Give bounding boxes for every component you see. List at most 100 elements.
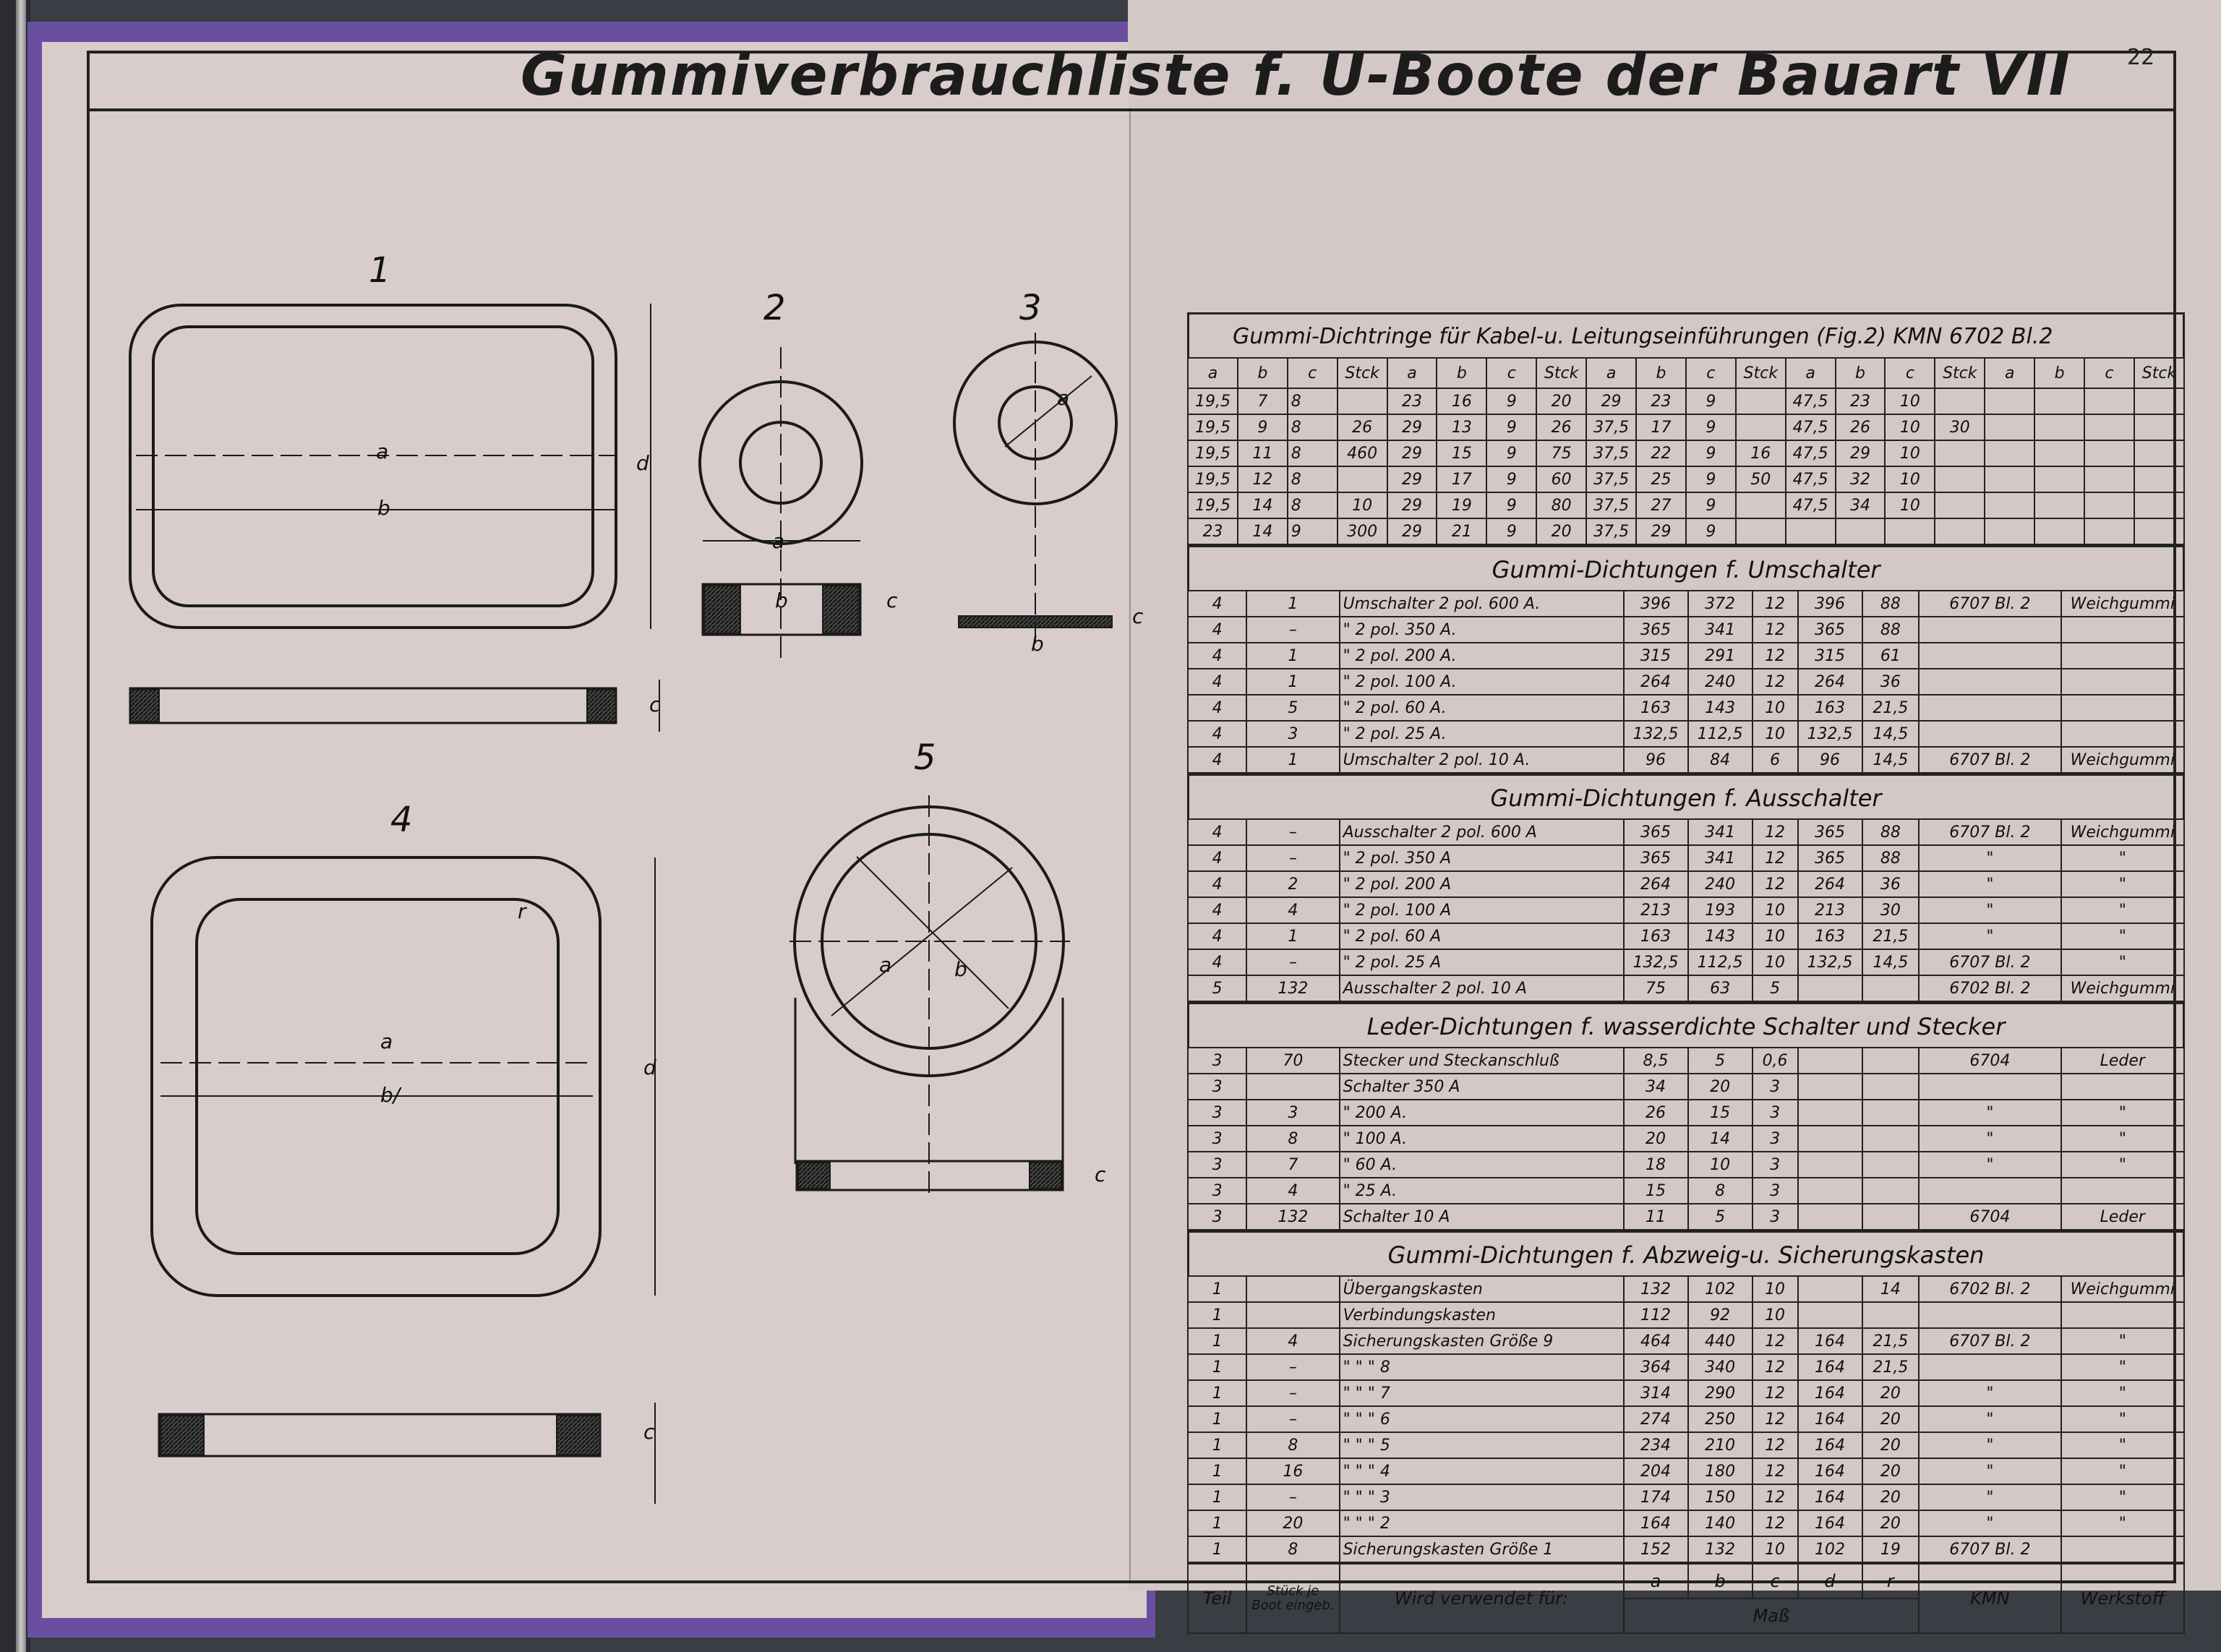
table-cell: 14,5 xyxy=(1861,720,1920,748)
table-cell: 396 xyxy=(1797,590,1863,617)
table-cell: 22 xyxy=(1635,440,1687,467)
table-cell: 61 xyxy=(1861,642,1920,669)
table-cell: 50 xyxy=(1734,466,1786,493)
table-cell: 4 xyxy=(1186,694,1248,722)
table-cell: 1 xyxy=(1186,1275,1248,1303)
table-cell: 9 xyxy=(1685,414,1737,441)
table-cell: " 2 pol. 350 A xyxy=(1338,844,1625,872)
table-cell: 14 xyxy=(1236,492,1288,519)
fig4-inner xyxy=(195,898,560,1255)
col-a: a xyxy=(1187,357,1238,389)
table-cell xyxy=(1861,1151,1920,1178)
table-cell xyxy=(2034,440,2086,467)
table-cell: 7 xyxy=(1236,388,1288,415)
table-cell: 3 xyxy=(1751,1151,1799,1178)
table-cell xyxy=(2133,492,2186,519)
table-cell: 5 xyxy=(1687,1047,1753,1074)
table-cell: 10 xyxy=(1884,388,1936,415)
footer-teil: Teil xyxy=(1186,1563,1248,1634)
table-cell: 37,5 xyxy=(1585,466,1638,493)
table-cell: 112 xyxy=(1622,1301,1689,1329)
table-cell: 5 xyxy=(1687,1203,1753,1231)
table-cell: 163 xyxy=(1797,923,1863,950)
table-cell xyxy=(1861,1301,1920,1329)
table-cell xyxy=(1918,616,2062,643)
fig4-label-c: c xyxy=(643,1420,655,1444)
table-cell: 274 xyxy=(1622,1405,1689,1433)
table-cell: 12 xyxy=(1751,1431,1799,1459)
table-cell: 20 xyxy=(1246,1510,1340,1537)
table-cell: " 2 pol. 350 A. xyxy=(1338,616,1625,643)
table-cell: 12 xyxy=(1751,1327,1799,1355)
fig3-label-a: a xyxy=(1057,386,1069,410)
col-a: a xyxy=(1784,357,1836,389)
table-cell: 4 xyxy=(1186,616,1248,643)
table-cell: 3 xyxy=(1186,1125,1248,1152)
table-cell: 9 xyxy=(1236,414,1288,441)
table-cell xyxy=(1797,1203,1863,1231)
table-cell: 34 xyxy=(1622,1073,1689,1100)
table-cell: 13 xyxy=(1436,414,1488,441)
table-cell: 8 xyxy=(1687,1177,1753,1204)
table-cell: – xyxy=(1246,1484,1340,1511)
table-cell xyxy=(1918,694,2062,722)
fig2-label-a: a xyxy=(772,529,784,553)
table-cell: 20 xyxy=(1861,1510,1920,1537)
footer-kmn: KMN xyxy=(1918,1563,2062,1634)
table-cell: 193 xyxy=(1687,896,1753,924)
table-cell: 75 xyxy=(1622,975,1689,1002)
table-cell: 47,5 xyxy=(1784,388,1836,415)
table-cell: 9 xyxy=(1685,492,1737,519)
table-cell: 1 xyxy=(1186,1484,1248,1511)
table-cell xyxy=(2133,518,2186,545)
fig4-side xyxy=(158,1413,602,1458)
table-cell: 3 xyxy=(1246,720,1340,748)
table-cell: 8 xyxy=(1246,1125,1340,1152)
table-cell: " 2 pol. 200 A. xyxy=(1338,642,1625,669)
table-cell: 4 xyxy=(1186,590,1248,617)
col-c: c xyxy=(1286,357,1338,389)
table-cell: Leder xyxy=(2060,1047,2186,1074)
table-cell: 10 xyxy=(1687,1151,1753,1178)
col-stck: Stck xyxy=(2133,357,2186,389)
table-cell: 132 xyxy=(1687,1536,1753,1563)
table-cell: 314 xyxy=(1622,1379,1689,1407)
col-c: c xyxy=(1486,357,1538,389)
table-cell: 291 xyxy=(1687,642,1753,669)
table-cell xyxy=(2060,1301,2186,1329)
table-cell: " " " 2 xyxy=(1338,1510,1625,1537)
table-cell: 143 xyxy=(1687,694,1753,722)
table-cell: 4 xyxy=(1186,896,1248,924)
footer-verwendet: Wird verwendet für: xyxy=(1338,1563,1625,1634)
table-cell: 365 xyxy=(1622,616,1689,643)
table-cell: 19,5 xyxy=(1187,466,1238,493)
table-cell: 12 xyxy=(1751,668,1799,696)
table-cell: 7 xyxy=(1246,1151,1340,1178)
table-cell: 20 xyxy=(1861,1405,1920,1433)
table-cell: – xyxy=(1246,818,1340,846)
table-cell: 12 xyxy=(1751,818,1799,846)
table-cell xyxy=(1934,388,1986,415)
table-cell: 9 xyxy=(1685,466,1737,493)
table-cell: 132 xyxy=(1246,975,1340,1002)
table-cell: " xyxy=(2060,1510,2186,1537)
table-cell: 143 xyxy=(1687,923,1753,950)
table-cell: 10 xyxy=(1751,1275,1799,1303)
table-cell: 460 xyxy=(1336,440,1388,467)
table-cell: " xyxy=(1918,1099,2062,1126)
table-cell: " xyxy=(2060,1458,2186,1485)
table-cell: 264 xyxy=(1797,668,1863,696)
table-cell xyxy=(1884,518,1936,545)
table-cell: " xyxy=(2060,896,2186,924)
